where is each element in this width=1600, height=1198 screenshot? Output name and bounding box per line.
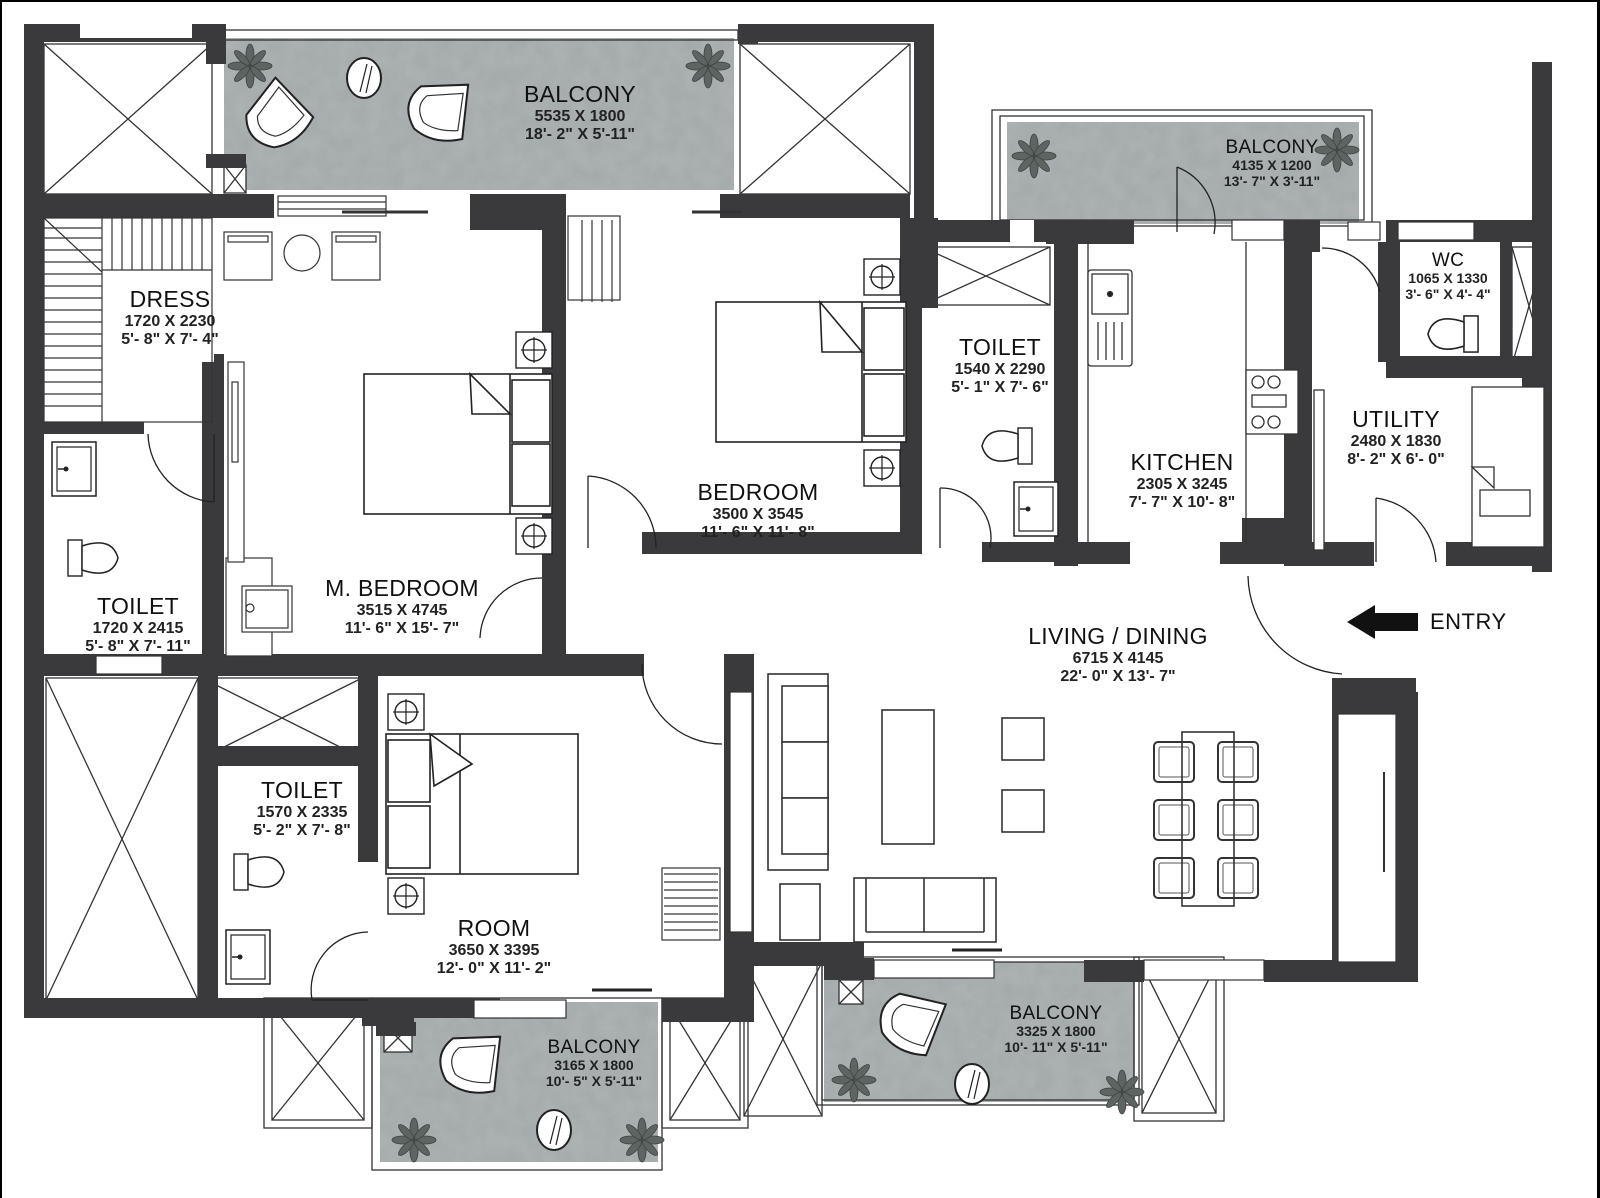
room-label-wc: WC 1065 X 1330 3'- 6" X 4'- 4" bbox=[1405, 250, 1491, 302]
room-label-living-dining: LIVING / DINING 6715 X 4145 22'- 0" X 13… bbox=[1028, 623, 1208, 685]
room-label-balcony-4: BALCONY 3325 X 1800 10'- 11" X 5'-11" bbox=[1004, 1003, 1108, 1055]
entry-marker: ENTRY bbox=[1347, 605, 1507, 639]
beds bbox=[363, 299, 907, 875]
entry-arrow-icon bbox=[1347, 605, 1418, 639]
room-label-toilet-1: TOILET 1540 X 2290 5'- 1" X 7'- 6" bbox=[951, 334, 1049, 396]
room-label-toilet-3: TOILET 1570 X 2335 5'- 2" X 7'- 8" bbox=[253, 777, 351, 839]
room-label-toilet-2: TOILET 1720 X 2415 5'- 8" X 7'- 11" bbox=[85, 593, 191, 655]
room-label-room: ROOM 3650 X 3395 12'- 0" X 11'- 2" bbox=[436, 915, 552, 977]
room-label-utility: UTILITY 2480 X 1830 8'- 2" X 6'- 0" bbox=[1347, 406, 1445, 468]
room-label-balcony-1: BALCONY 5535 X 1800 18'- 2" X 5'-11" bbox=[523, 81, 637, 143]
room-label-kitchen: KITCHEN 2305 X 3245 7'- 7" X 10'- 8" bbox=[1128, 449, 1236, 511]
room-label-m-bedroom: M. BEDROOM 3515 X 4745 11'- 6" X 15'- 7" bbox=[325, 575, 479, 637]
room-label-dress: DRESS 1720 X 2230 5'- 8" X 7'- 4" bbox=[121, 286, 219, 348]
room-label-bedroom: BEDROOM 3500 X 3545 11'- 6" X 11'- 8" bbox=[697, 479, 819, 541]
room-label-balcony-2: BALCONY 4135 X 1200 13'- 7" X 3'-11" bbox=[1223, 137, 1321, 189]
room-label-balcony-3: BALCONY 3165 X 1800 10'- 5" X 5'-11" bbox=[545, 1037, 643, 1089]
entry-label: ENTRY bbox=[1430, 609, 1507, 634]
